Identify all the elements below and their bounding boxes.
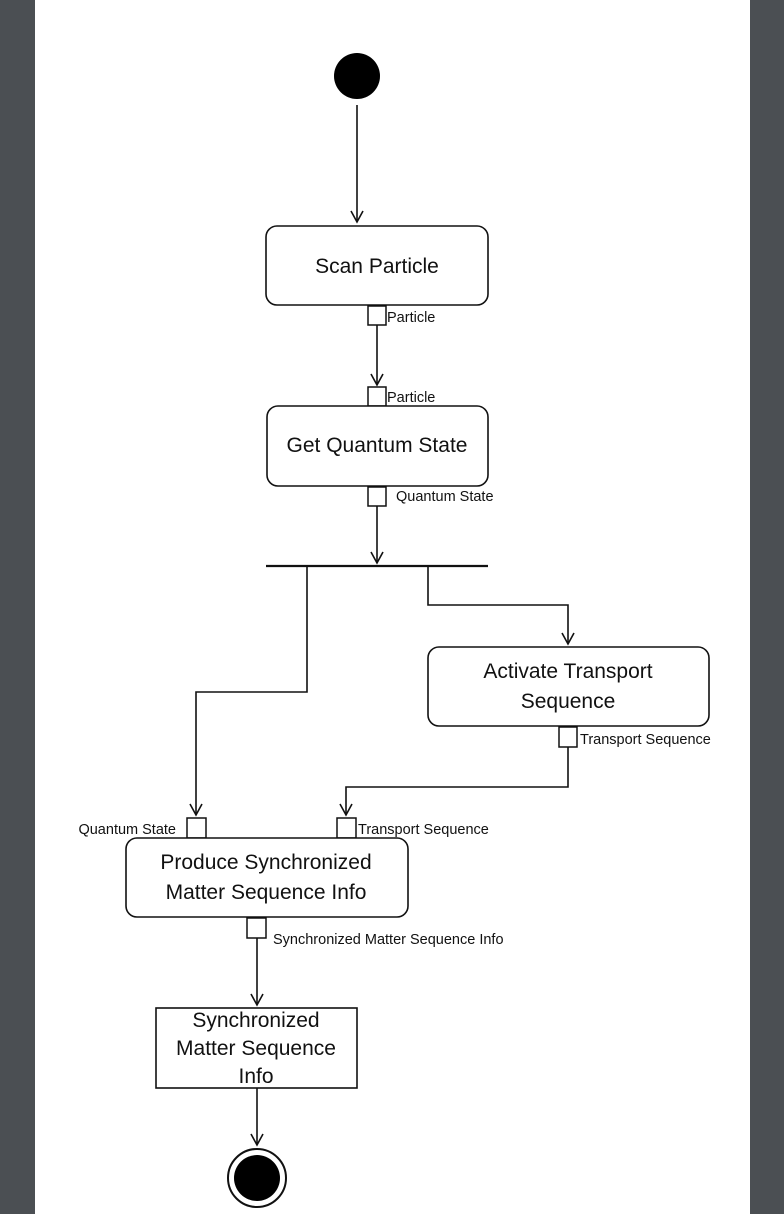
pin-get-input-label: Particle: [387, 390, 435, 406]
action-get-quantum-state: Get Quantum State: [266, 405, 489, 487]
object-node-synchronized-info: Synchronized Matter Sequence Info: [155, 1007, 358, 1089]
action-activate-label-line2: Sequence: [521, 690, 616, 713]
object-node-label-line1: Synchronized: [192, 1009, 319, 1032]
action-activate-transport-sequence: Activate Transport Sequence: [427, 646, 710, 727]
activity-final-node: [227, 1148, 287, 1208]
pin-produce-output-label: Synchronized Matter Sequence Info: [273, 932, 504, 948]
pin-produce-input-quantum: [186, 817, 207, 839]
action-scan-particle-label: Scan Particle: [315, 255, 439, 278]
flow-activate-to-produce-transport: [339, 747, 569, 817]
flow-fork-to-activate: [427, 566, 575, 646]
document-page: Scan Particle Particle Particle Get Quan…: [35, 0, 750, 1214]
pin-activate-output: [558, 726, 578, 748]
action-scan-particle: Scan Particle: [265, 225, 489, 306]
object-node-label-line2: Matter Sequence: [176, 1037, 336, 1060]
action-get-quantum-state-label: Get Quantum State: [287, 434, 468, 457]
pin-activate-output-label: Transport Sequence: [580, 732, 711, 748]
initial-node: [334, 53, 380, 99]
pin-scan-output-label: Particle: [387, 310, 435, 326]
pin-produce-output: [246, 917, 267, 939]
pin-produce-input-transport: [336, 817, 357, 839]
action-produce-label-line1: Produce Synchronized: [160, 851, 371, 874]
pin-get-output: [367, 486, 387, 507]
action-produce-synchronized-info: Produce Synchronized Matter Sequence Inf…: [125, 837, 409, 918]
action-produce-label-line2: Matter Sequence Info: [166, 881, 367, 904]
pin-produce-input-transport-label: Transport Sequence: [358, 822, 489, 838]
object-node-label-line3: Info: [238, 1065, 273, 1088]
action-activate-label-line1: Activate Transport: [483, 660, 652, 683]
activity-diagram: Scan Particle Particle Particle Get Quan…: [78, 53, 711, 1208]
pin-produce-input-quantum-label: Quantum State: [78, 822, 176, 838]
pin-get-output-label: Quantum State: [396, 489, 494, 505]
flow-fork-to-produce-quantum: [189, 566, 308, 817]
pin-get-input: [367, 386, 387, 407]
pin-scan-output: [367, 305, 387, 326]
